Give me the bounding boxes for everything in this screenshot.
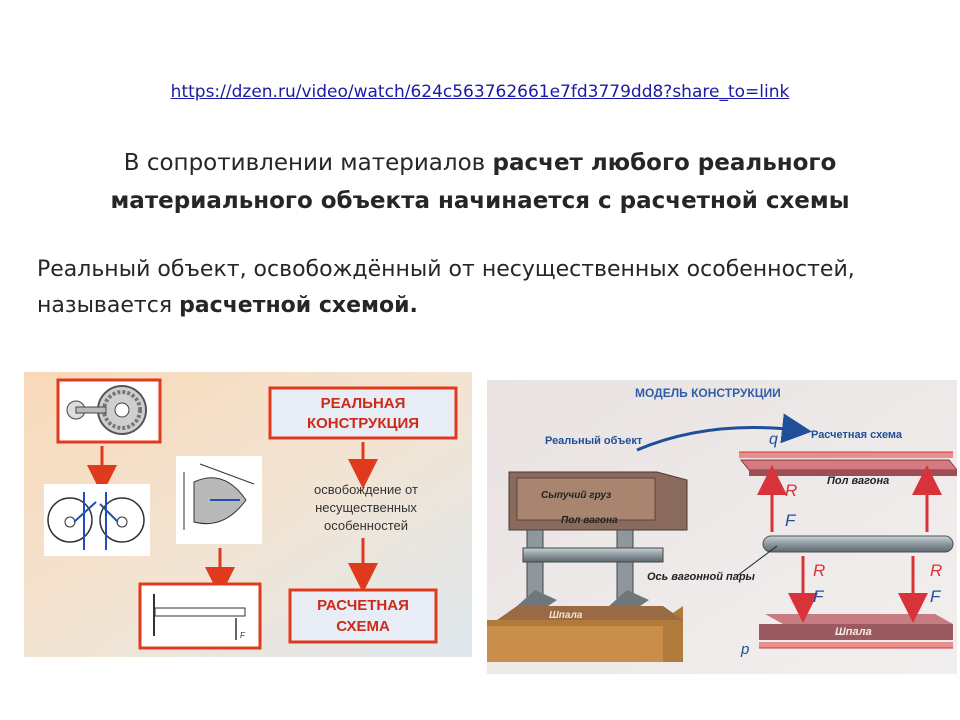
left-figure: F РЕАЛЬНАЯ КОНСТРУКЦИЯ освобождение от н…: [24, 372, 472, 657]
reaction-label-upper: R: [785, 481, 797, 500]
force-label: F: [240, 631, 246, 640]
wheels-sketch-icon: [47, 492, 145, 550]
tooth-sketch-icon: [183, 463, 255, 530]
design-scheme-label: Расчетная схема: [811, 429, 903, 441]
slide-heading: В сопротивлении материалов расчет любого…: [30, 144, 930, 220]
axle-beam: [762, 535, 954, 553]
paragraph-bold: расчетной схемой.: [179, 293, 418, 318]
bulk-cargo-label: Сыпучий груз: [541, 490, 611, 501]
force-label-upper: F: [785, 511, 797, 530]
release-line-1: освобождение от: [314, 482, 418, 497]
real-construction-line-1: РЕАЛЬНАЯ: [321, 395, 406, 412]
distributed-load-bottom: [759, 642, 953, 649]
distributed-load-top: [739, 451, 953, 458]
definition-paragraph: Реальный объект, освобождённый от несуще…: [37, 252, 917, 324]
real-construction-box: [268, 386, 458, 440]
wagon-floor-label: Пол вагона: [561, 515, 618, 526]
design-scheme-box: [288, 588, 438, 644]
load-q-label: q: [769, 431, 778, 448]
pressure-p-label: p: [740, 641, 749, 658]
real-construction-line-2: КОНСТРУКЦИЯ: [307, 415, 419, 432]
heading-plain: В сопротивлении материалов: [123, 150, 493, 176]
model-arrow: [636, 413, 812, 452]
force-label-lower-right: F: [930, 587, 942, 606]
real-object-label: Реальный объект: [545, 435, 643, 447]
paragraph-plain: Реальный объект, освобождённый от несуще…: [37, 257, 855, 318]
sleeper-right-label: Шпала: [835, 626, 872, 638]
force-label-lower-left: F: [813, 587, 825, 606]
sleeper-left-label: Шпала: [549, 610, 583, 621]
axle-leader-line: [736, 545, 778, 577]
reaction-label-lower-right: R: [930, 561, 942, 580]
right-figure: МОДЕЛЬ КОНСТРУКЦИИ Реальный объект q Рас…: [487, 380, 957, 674]
video-link[interactable]: https://dzen.ru/video/watch/624c56376266…: [170, 82, 790, 102]
gear-icon: [66, 385, 147, 435]
wagon-body: [508, 471, 688, 531]
release-line-2: несущественных: [315, 500, 417, 515]
wheels-sketch-frame: [44, 484, 150, 556]
heading-bold: расчет любого реального материального об…: [110, 150, 850, 214]
ground-block: [487, 606, 683, 662]
reaction-label-lower-left: R: [813, 561, 825, 580]
design-scheme-line-2: СХЕМА: [336, 618, 390, 635]
cantilever-beam-icon: [153, 594, 246, 640]
wagon-floor-top-label: Пол вагона: [827, 475, 889, 487]
axle-label: Ось вагонной пары: [647, 571, 756, 583]
design-scheme-line-1: РАСЧЕТНАЯ: [317, 597, 409, 614]
model-title: МОДЕЛЬ КОНСТРУКЦИИ: [635, 386, 781, 400]
wagon-floor-beam: [739, 459, 957, 476]
release-line-3: особенностей: [324, 518, 408, 533]
